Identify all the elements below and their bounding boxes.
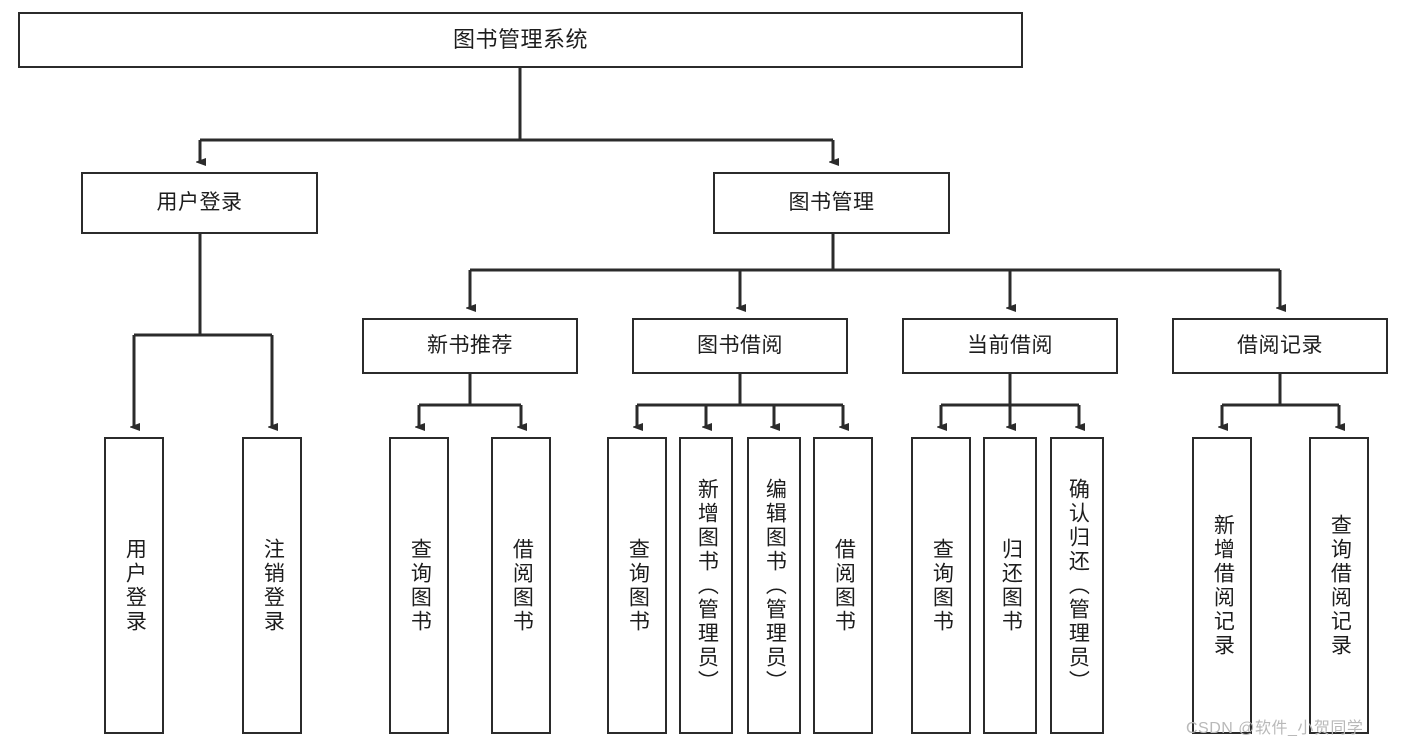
- node-leaf-query-borrow-record[interactable]: 查询借阅记录: [1309, 437, 1369, 734]
- node-borrow-record[interactable]: 借阅记录: [1172, 318, 1388, 374]
- node-label: 图书管理系统: [452, 27, 588, 53]
- node-leaf-query-book-current[interactable]: 查询图书: [911, 437, 971, 734]
- node-leaf-borrow-book-recommend[interactable]: 借阅图书: [491, 437, 551, 734]
- node-label: 查询图书: [930, 537, 954, 634]
- node-leaf-confirm-return-admin[interactable]: 确认归还（管理员）: [1050, 437, 1104, 734]
- node-label: 用户登录: [156, 190, 243, 214]
- node-current-borrow[interactable]: 当前借阅: [902, 318, 1118, 374]
- node-leaf-user-login[interactable]: 用户登录: [104, 437, 164, 734]
- watermark-credit: CSDN @软件_小贺同学: [1186, 720, 1364, 737]
- node-leaf-add-book-admin[interactable]: 新增图书（管理员）: [679, 437, 733, 734]
- node-new-book-recommend[interactable]: 新书推荐: [362, 318, 578, 374]
- node-label: 编辑图书（管理员）: [763, 477, 787, 694]
- node-book-borrow[interactable]: 图书借阅: [632, 318, 848, 374]
- node-label: 查询借阅记录: [1328, 513, 1352, 658]
- node-label: 确认归还（管理员）: [1066, 477, 1090, 694]
- node-label: 图书借阅: [697, 333, 783, 357]
- node-leaf-edit-book-admin[interactable]: 编辑图书（管理员）: [747, 437, 801, 734]
- node-leaf-return-book[interactable]: 归还图书: [983, 437, 1037, 734]
- node-leaf-query-book-borrow[interactable]: 查询图书: [607, 437, 667, 734]
- node-leaf-query-book-recommend[interactable]: 查询图书: [389, 437, 449, 734]
- node-leaf-add-borrow-record[interactable]: 新增借阅记录: [1192, 437, 1252, 734]
- node-label: 用户登录: [123, 537, 147, 634]
- node-label: 借阅图书: [510, 537, 534, 634]
- node-user-login[interactable]: 用户登录: [81, 172, 318, 234]
- node-label: 图书管理: [788, 190, 875, 214]
- node-label: 注销登录: [261, 537, 285, 634]
- node-label: 当前借阅: [967, 333, 1053, 357]
- node-leaf-borrow-book[interactable]: 借阅图书: [813, 437, 873, 734]
- node-book-management[interactable]: 图书管理: [713, 172, 950, 234]
- node-label: 查询图书: [626, 537, 650, 634]
- node-label: 新书推荐: [427, 333, 513, 357]
- node-leaf-logout[interactable]: 注销登录: [242, 437, 302, 734]
- node-label: 借阅图书: [832, 537, 856, 634]
- node-label: 新增图书（管理员）: [695, 477, 719, 694]
- node-label: 归还图书: [999, 537, 1023, 634]
- node-root-library-system[interactable]: 图书管理系统: [18, 12, 1023, 68]
- node-label: 借阅记录: [1237, 333, 1323, 357]
- node-label: 新增借阅记录: [1211, 513, 1235, 658]
- node-label: 查询图书: [408, 537, 432, 634]
